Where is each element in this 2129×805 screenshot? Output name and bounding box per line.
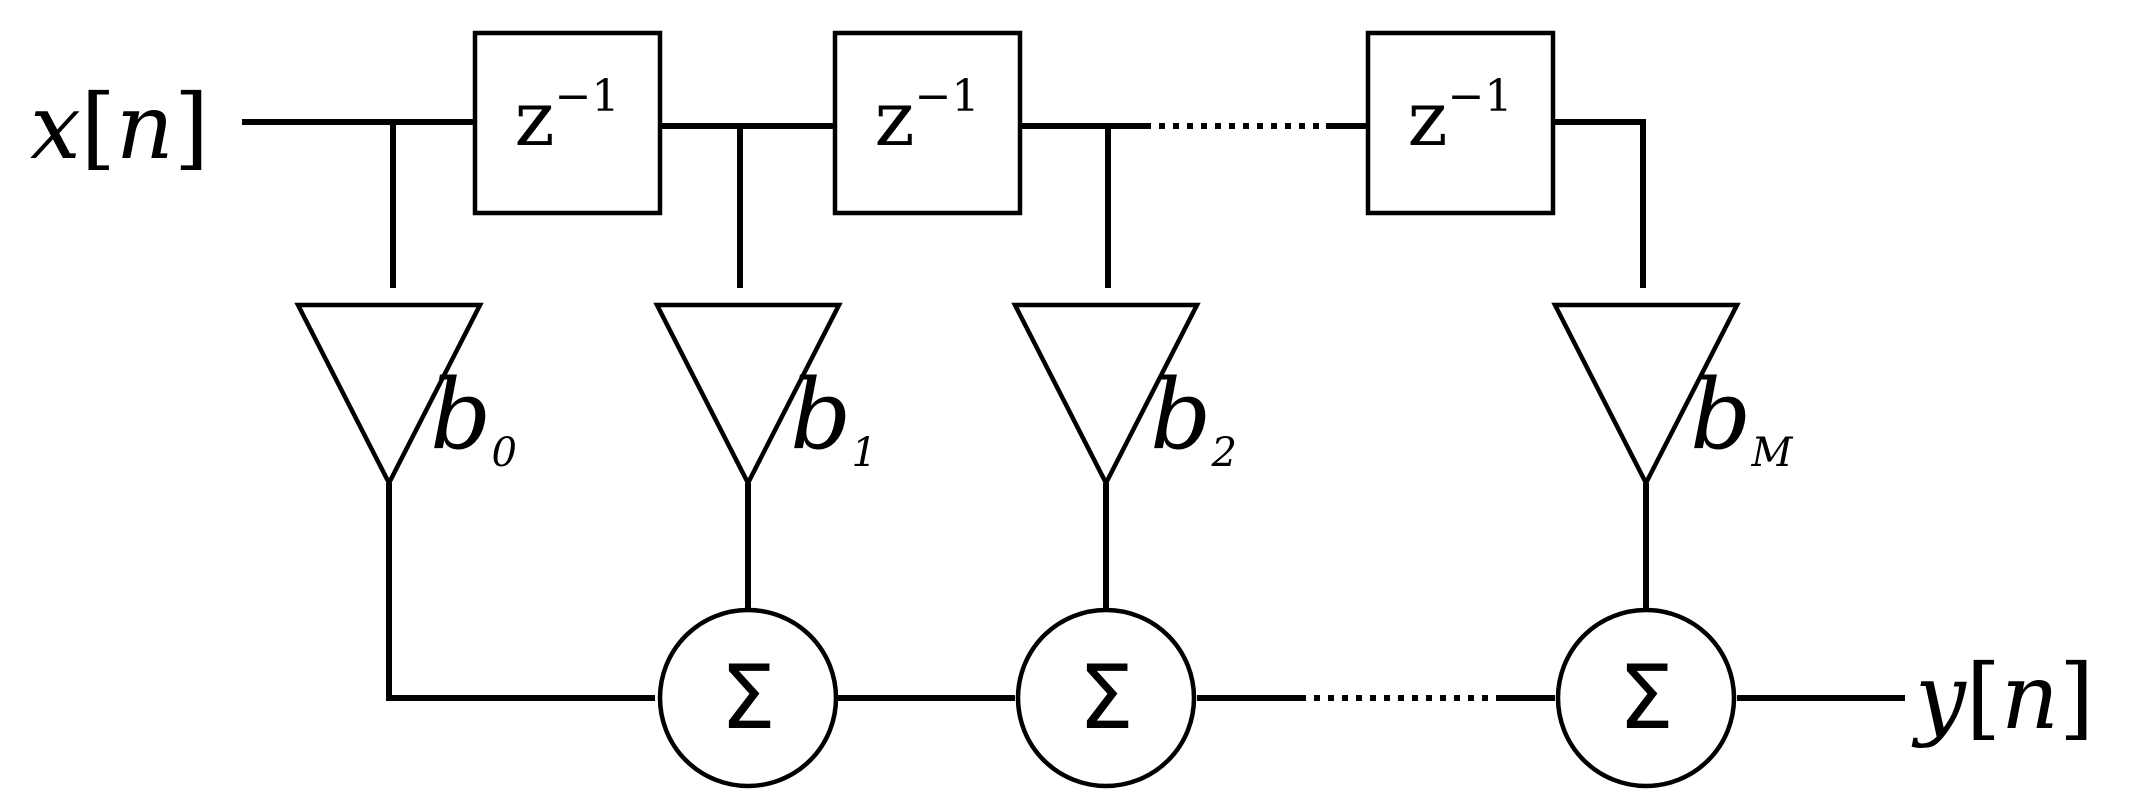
delay-1-exponent: −1 xyxy=(555,71,620,122)
delay-m-exponent: −1 xyxy=(1448,71,1513,122)
delay-block-m: z−1 xyxy=(1365,30,1556,216)
delay-2-base: z xyxy=(875,74,915,163)
gain-triangle-b1 xyxy=(653,302,843,488)
summer-m-symbol: Σ xyxy=(1618,646,1674,749)
delay-block-2: z−1 xyxy=(832,30,1023,216)
svg-text:z−1: z−1 xyxy=(875,71,980,163)
input-lbracket: [ xyxy=(81,75,116,180)
gain-triangle-b0 xyxy=(294,302,484,488)
delay-1-base: z xyxy=(515,74,555,163)
svg-text:z−1: z−1 xyxy=(515,71,620,163)
gain-triangle-bm xyxy=(1551,302,1741,488)
input-symbol: x xyxy=(30,75,81,180)
output-label: y[n] xyxy=(1911,645,2094,750)
gain-label-b1: b1 xyxy=(790,359,877,476)
summer-2: Σ xyxy=(1015,607,1197,789)
tap-m xyxy=(1553,119,1646,288)
gain-label-b2: b2 xyxy=(1150,359,1237,476)
gain-triangle-b2 xyxy=(1011,302,1201,488)
gain-label-bm: bM xyxy=(1690,359,1793,476)
summer-1-symbol: Σ xyxy=(720,646,776,749)
output-lbracket: [ xyxy=(1966,645,2001,750)
delay-block-1: z−1 xyxy=(472,30,663,216)
svg-text:z−1: z−1 xyxy=(1408,71,1513,163)
output-symbol: y xyxy=(1911,645,1967,750)
delay-m-base: z xyxy=(1408,74,1448,163)
input-label: x[n] xyxy=(30,75,209,180)
summer-1: Σ xyxy=(657,607,839,789)
input-index: n xyxy=(116,75,174,180)
summer-2-symbol: Σ xyxy=(1078,646,1134,749)
summer-m: Σ xyxy=(1555,607,1737,789)
wire-b0-to-summer-1 xyxy=(386,483,655,701)
output-rbracket: ] xyxy=(2059,645,2094,750)
input-rbracket: ] xyxy=(174,75,209,180)
output-index: n xyxy=(2001,645,2059,750)
delay-2-exponent: −1 xyxy=(915,71,980,122)
gain-label-b0: b0 xyxy=(430,359,517,476)
